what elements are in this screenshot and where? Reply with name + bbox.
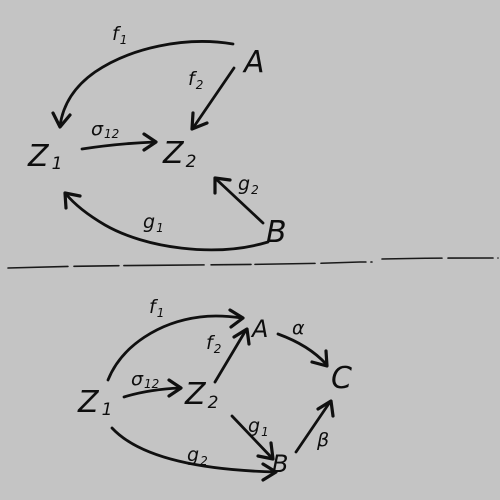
- bottom-arrow-f1: [106, 308, 245, 382]
- bottom-node-c: C: [331, 361, 352, 396]
- top-node-a: A: [242, 45, 265, 80]
- bottom-label-f2: f2: [206, 332, 221, 356]
- bottom-arrow-g1: [230, 414, 275, 461]
- bottom-label-g2: g2: [187, 444, 208, 468]
- bottom-arrow-sigma12: [122, 378, 183, 399]
- top-label-f2: f2: [188, 68, 203, 92]
- bottom-label-sigma12: σ12: [131, 368, 159, 391]
- top-label-sigma12: σ12: [91, 118, 119, 141]
- top-label-g2: g2: [238, 173, 259, 197]
- bottom-arrow-alpha: [276, 332, 329, 368]
- bottom-node-b: B: [272, 450, 288, 478]
- top-arrow-g1: [63, 191, 270, 252]
- top-arrow-g2: [213, 176, 265, 225]
- bottom-label-f1: f1: [149, 296, 164, 320]
- bottom-arrow-f2: [213, 327, 251, 384]
- top-arrow-f2: [190, 66, 236, 131]
- top-arrow-f1: [51, 40, 235, 129]
- bottom-label-g1: g1: [248, 415, 269, 439]
- section-divider: [7, 257, 499, 269]
- top-node-b: B: [266, 215, 287, 250]
- top-label-f1: f1: [112, 23, 127, 47]
- bottom-node-a: A: [250, 315, 268, 343]
- bottom-label-beta: β: [316, 429, 329, 451]
- top-arrow-sigma12: [80, 132, 158, 152]
- bottom-arrow-beta: [294, 399, 335, 454]
- bottom-arrow-g2: [110, 426, 278, 482]
- bottom-label-alpha: α: [292, 317, 305, 339]
- top-label-g1: g1: [143, 211, 164, 235]
